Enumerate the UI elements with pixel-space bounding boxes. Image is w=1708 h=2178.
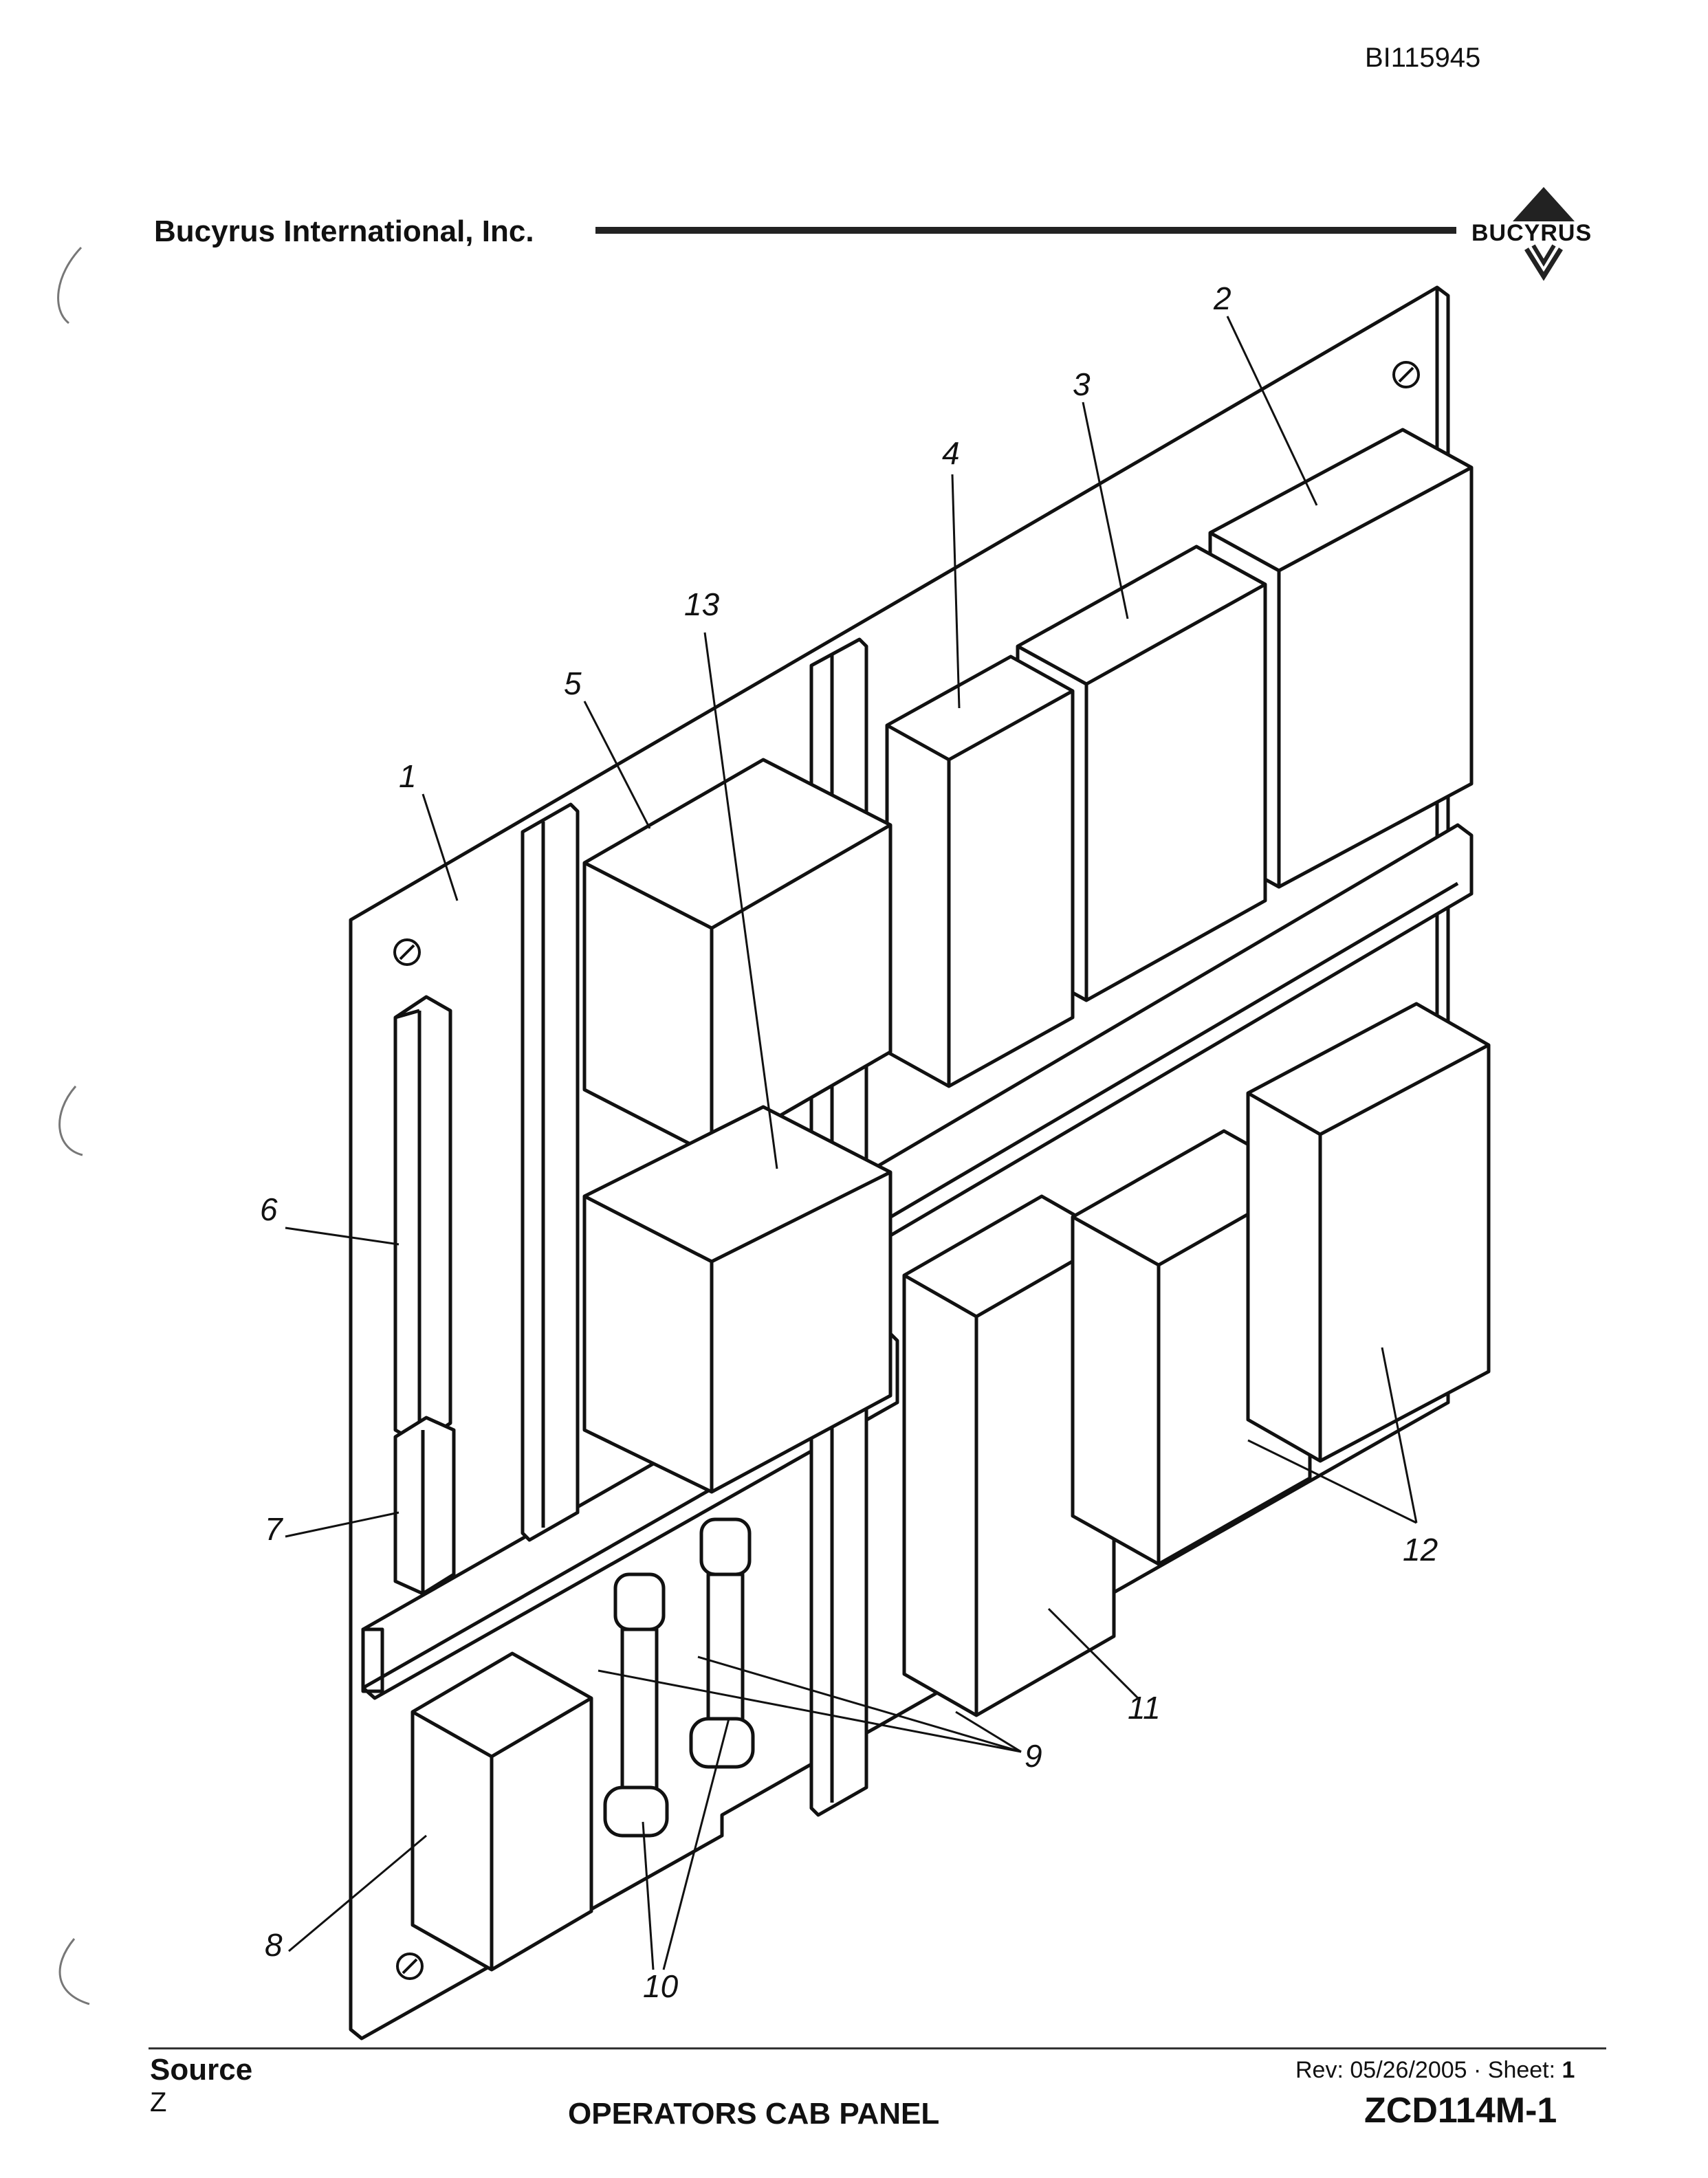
relay-box-4 (885, 654, 1075, 1088)
fuse-holder-left (603, 1572, 669, 1838)
callout-7: 7 (265, 1511, 283, 1547)
leader-lines (285, 316, 1418, 1970)
relay-box-11 (902, 1194, 1116, 1717)
callout-8: 8 (265, 1927, 283, 1963)
relay-box-13 (582, 1105, 893, 1494)
callout-11: 11 (1128, 1690, 1161, 1726)
rev-label: Rev: (1295, 2057, 1344, 2083)
callout-10: 10 (643, 1968, 679, 2004)
callout-4: 4 (942, 435, 960, 471)
company-name: Bucyrus International, Inc. (154, 214, 534, 248)
terminal-strip-small (393, 1416, 456, 1596)
callout-1: 1 (399, 758, 417, 794)
header-rule (595, 227, 1456, 234)
revision-info: Rev: 05/26/2005 · Sheet: 1 (1295, 2057, 1575, 2083)
vertical-channel-left (521, 802, 580, 1542)
callout-12: 12 (1403, 1532, 1438, 1568)
footer-rule (149, 2047, 1606, 2049)
bucyrus-logo-icon (1513, 187, 1575, 281)
brand-wordmark: BUCYRUS (1471, 220, 1592, 246)
drawing-title: OPERATORS CAB PANEL (568, 2097, 940, 2131)
callout-9: 9 (1025, 1738, 1042, 1774)
terminal-strip-large (393, 995, 452, 1446)
relay-box-12b (1246, 1002, 1491, 1463)
callout-3: 3 (1073, 366, 1091, 402)
margin-marks (57, 246, 90, 2005)
callout-13: 13 (684, 586, 720, 622)
relay-box-5 (582, 758, 893, 1157)
sheet-value: 1 (1562, 2057, 1575, 2083)
source-value: Z (150, 2087, 167, 2118)
sheet-label: Sheet: (1487, 2057, 1556, 2083)
drawing-number: ZCD114M-1 (1364, 2091, 1557, 2131)
mounting-screw (393, 361, 1420, 1980)
callout-5: 5 (564, 666, 582, 701)
callout-2: 2 (1213, 280, 1231, 316)
callout-6: 6 (260, 1191, 278, 1227)
relay-box-8 (410, 1651, 593, 1972)
rev-date: 05/26/2005 (1350, 2057, 1467, 2083)
document-id: BI115945 (1365, 43, 1481, 73)
source-label: Source (150, 2053, 253, 2087)
